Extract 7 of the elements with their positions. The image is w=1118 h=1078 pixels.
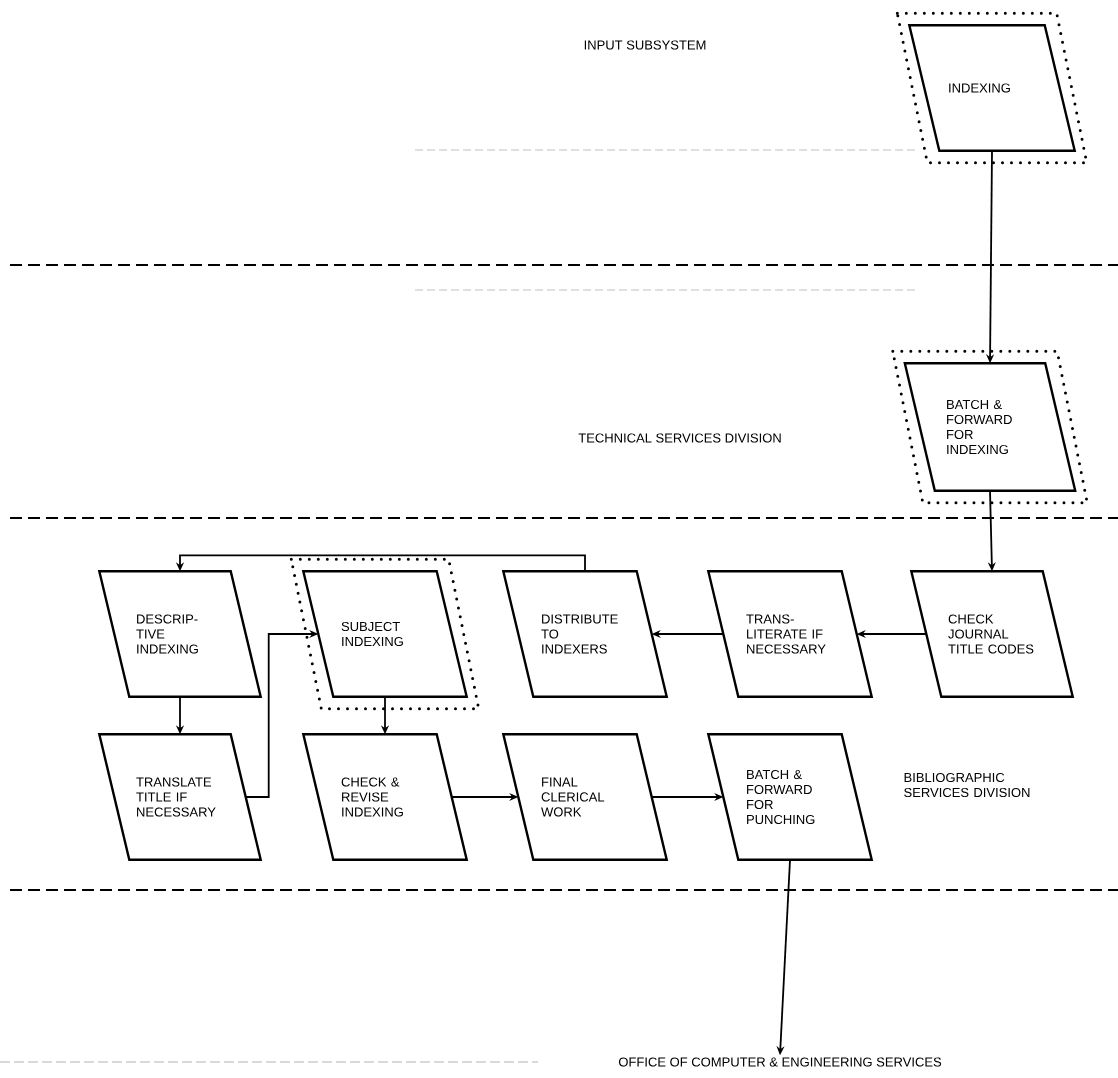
dotted-process-box: INDEXING [895, 11, 1089, 165]
division-label: INPUT SUBSYSTEM [584, 40, 706, 50]
division-label: BIBLIOGRAPHIC SERVICES DIVISION [904, 772, 1030, 798]
division-label: TECHNICAL SERVICES DIVISION [578, 433, 781, 443]
dotted-process-box: SUBJECT INDEXING [289, 557, 481, 711]
office-label: OFFICE OF COMPUTER & ENGINEERING SERVICES [618, 1057, 942, 1067]
dotted-process-box: BATCH & FORWARD FOR INDEXING [891, 349, 1090, 505]
